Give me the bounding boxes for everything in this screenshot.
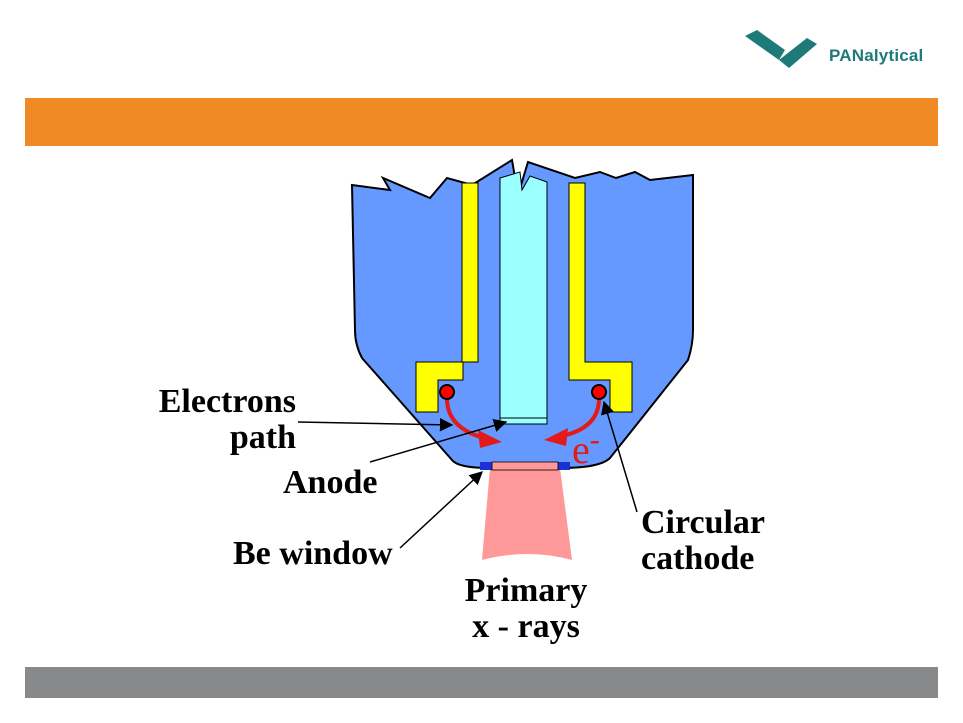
electron-symbol: e xyxy=(572,427,590,472)
cathode-electrode-left xyxy=(415,182,479,413)
logo-chevron-right xyxy=(779,38,817,68)
leader-electrons-path xyxy=(297,418,454,432)
label-anode: Anode xyxy=(283,464,378,501)
label-circular-cathode-line2: cathode xyxy=(641,540,755,577)
leader-be-window xyxy=(399,471,483,549)
electron-path-left-arrowhead xyxy=(478,430,502,448)
electron-path-right xyxy=(561,399,601,438)
brand-name: PANalytical xyxy=(829,46,924,65)
electron-path-right-arrowhead xyxy=(544,428,568,446)
footer-bar xyxy=(25,667,938,698)
label-electrons-path-line1: Electrons xyxy=(158,383,296,420)
anode-target xyxy=(499,417,548,425)
panalytical-logo-mark xyxy=(745,30,817,68)
electron-charge-sign: - xyxy=(589,423,600,456)
electron-path-left xyxy=(445,399,485,440)
primary-xray-beam xyxy=(482,468,572,560)
label-electrons-path-line2: path xyxy=(229,419,296,456)
electron-symbol-label: e- xyxy=(572,420,600,470)
label-circular-cathode-line1: Circular xyxy=(641,504,766,541)
be-window-pane xyxy=(491,461,559,471)
cathode-electrode-right xyxy=(568,182,633,413)
label-primary-xrays-line1: Primary xyxy=(464,572,588,609)
label-electrons-path: Electrons path xyxy=(120,384,296,456)
leader-anode xyxy=(369,418,508,463)
anode-column xyxy=(499,171,548,421)
label-be-window: Be window xyxy=(233,535,393,572)
logo-chevron-left xyxy=(745,30,785,60)
cathode-filament-right xyxy=(591,384,607,400)
leader-circular-cathode xyxy=(601,400,638,513)
label-primary-xrays-line2: x - rays xyxy=(472,608,580,645)
header-bar xyxy=(25,98,938,146)
label-circular-cathode: Circular cathode xyxy=(641,505,765,577)
label-primary-xrays: Primary x - rays xyxy=(438,573,614,645)
cathode-filament-left xyxy=(439,384,455,400)
